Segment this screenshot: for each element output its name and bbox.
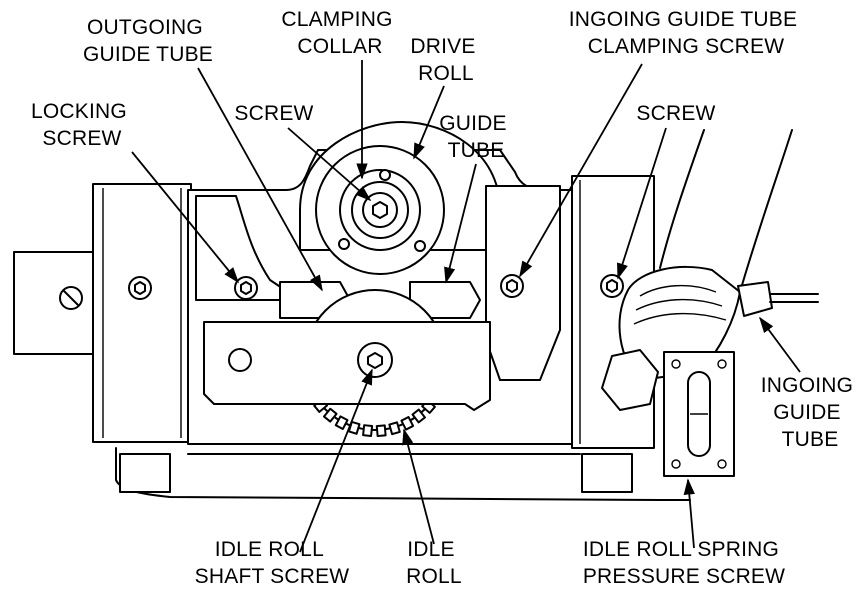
leader-lines xyxy=(131,60,801,553)
idle-roll-tooth xyxy=(411,408,426,424)
leader-screw-center xyxy=(287,127,372,202)
leader-outgoing-guide-tube xyxy=(197,67,323,292)
label-drive-roll: DRIVE ROLL xyxy=(410,35,481,85)
idle-roll-tooth xyxy=(323,407,338,423)
idle-roll-tooth xyxy=(375,424,387,438)
idle-roll-arm xyxy=(203,321,491,411)
motor-stub xyxy=(13,251,97,355)
leader-idle-roll xyxy=(402,428,435,545)
label-clamping-collar: CLAMPING COLLAR xyxy=(281,8,398,58)
drive-roll-housing xyxy=(299,121,501,275)
leader-locking-screw xyxy=(131,151,240,284)
left-arm xyxy=(195,195,301,301)
guide-tubes xyxy=(279,281,481,319)
leader-drive-roll xyxy=(413,85,445,160)
label-ingoing-guide-tube: INGOING GUIDE TUBE xyxy=(761,374,859,451)
idle-roll-tooth xyxy=(400,416,415,431)
base-feet xyxy=(119,453,633,493)
leader-idle-roll-spring-pressure-screw xyxy=(683,478,695,549)
idle-roll-tooth xyxy=(388,421,401,436)
label-idle-roll-spring-pressure-screw: IDLE ROLL SPRING PRESSURE SCREW xyxy=(583,538,785,588)
label-idle-roll: IDLE ROLL xyxy=(406,538,462,588)
leader-idle-roll-shaft-screw xyxy=(299,368,373,553)
mechanism-drawing xyxy=(13,121,819,501)
label-locking-screw: LOCKING SCREW xyxy=(31,100,133,150)
label-screw-right: SCREW xyxy=(636,102,715,125)
idle-roll-tooth xyxy=(362,424,374,437)
leader-screw-right xyxy=(617,127,667,280)
idle-roll-tooth xyxy=(334,415,349,430)
right-clamp-bracket xyxy=(485,185,561,381)
label-idle-roll-shaft-screw: IDLE ROLL SHAFT SCREW xyxy=(195,538,350,588)
left-mounting-plate xyxy=(92,183,192,443)
label-guide-tube: GUIDE TUBE xyxy=(439,112,513,162)
label-ingoing-guide-tube-clamping-screw: INGOING GUIDE TUBE CLAMPING SCREW xyxy=(569,8,803,58)
callout-labels: OUTGOING GUIDE TUBE CLAMPING COLLAR DRIV… xyxy=(31,8,859,588)
leader-ingoing-guide-tube xyxy=(759,316,801,373)
leader-guide-tube xyxy=(444,163,477,284)
label-screw-center: SCREW xyxy=(234,102,313,125)
leader-ingoing-guide-tube-clamping-screw xyxy=(519,63,643,278)
pressure-knob xyxy=(601,129,819,477)
label-outgoing-guide-tube: OUTGOING GUIDE TUBE xyxy=(83,16,213,66)
